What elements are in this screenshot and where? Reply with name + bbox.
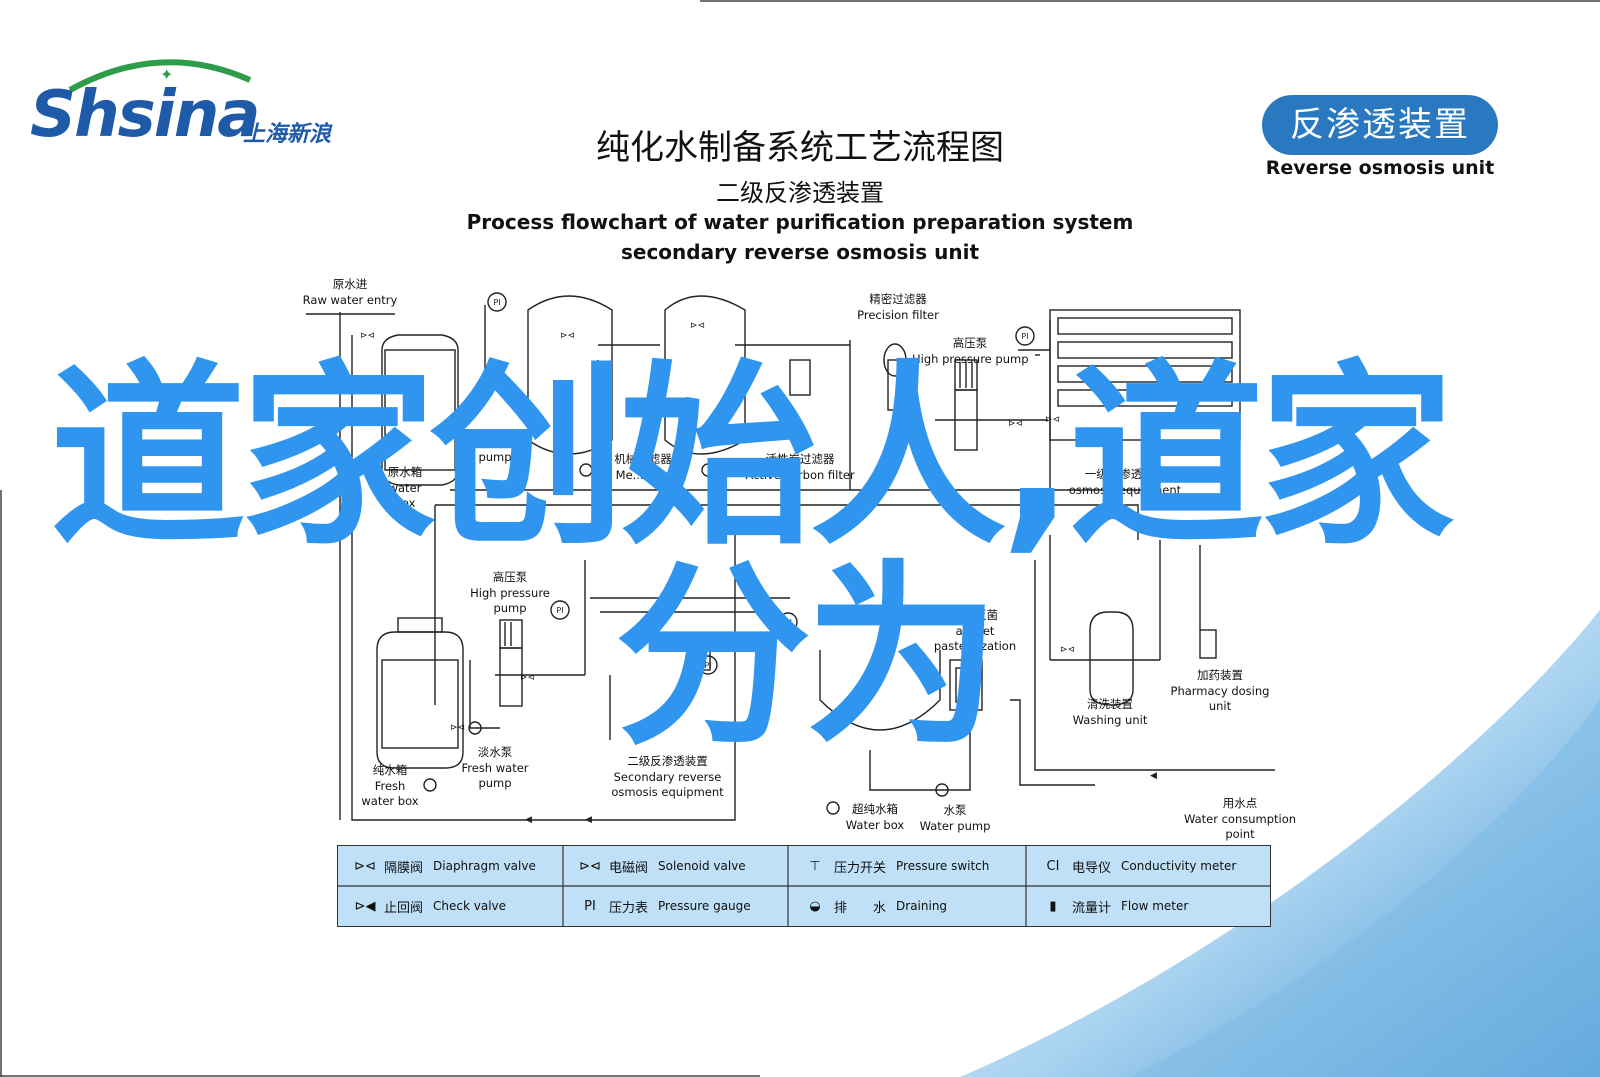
svg-text:✦: ✦ [160,65,173,84]
svg-text:⊳⊲: ⊳⊲ [360,331,375,341]
svg-text:CI: CI [784,618,792,627]
ro-badge-english: Reverse osmosis unit [1265,157,1495,179]
diaphragm-valve-icon: ⊳⊲ [354,858,376,874]
svg-text:PI: PI [493,298,500,307]
pressure-gauge-icon: PI [584,898,596,914]
svg-text:PI: PI [556,606,563,615]
svg-text:◀: ◀ [585,815,592,825]
english-title-line2: secondary reverse osmosis unit [620,240,980,264]
solenoid-valve-icon: ⊳⊲ [579,858,601,874]
overlay-heading-line2: 分为 [615,544,1001,772]
conductivity-meter-icon: CI [1046,858,1060,874]
page-title: 纯化水制备系统工艺流程图 [596,128,1004,168]
ro-badge: 反渗透装置 [1262,95,1498,155]
draining-icon: ◒ [809,898,821,914]
overlay-heading-line1: 道家创始人,道家 [50,344,1454,572]
english-title-line1: Process flowchart of water purification … [466,210,1134,234]
logo-chinese: 上海新浪 [243,122,332,147]
logo-text: Shsina [30,78,260,152]
check-valve-icon: ⊳◀ [354,898,376,914]
svg-text:⊳⊲: ⊳⊲ [450,723,465,733]
svg-text:⊳⊲: ⊳⊲ [1045,415,1060,425]
svg-text:◀: ◀ [1150,771,1157,781]
svg-text:⊳⊲: ⊳⊲ [560,331,575,341]
flow-meter-icon: ▮ [1049,898,1057,914]
svg-text:PI: PI [1021,332,1028,341]
svg-text:⊳⊲: ⊳⊲ [1060,645,1075,655]
svg-text:⊳⊲: ⊳⊲ [690,321,705,331]
svg-text:◀: ◀ [525,815,532,825]
svg-text:⊳⊲: ⊳⊲ [520,673,535,683]
svg-text:PI: PI [704,661,711,670]
logo-arc-icon: ✦ [68,59,252,93]
legend-grid [338,846,1270,926]
page-subtitle: 二级反渗透装置 [716,179,884,207]
svg-text:⊳⊲: ⊳⊲ [1008,419,1023,429]
pressure-switch-icon: ⊤ [809,858,821,874]
